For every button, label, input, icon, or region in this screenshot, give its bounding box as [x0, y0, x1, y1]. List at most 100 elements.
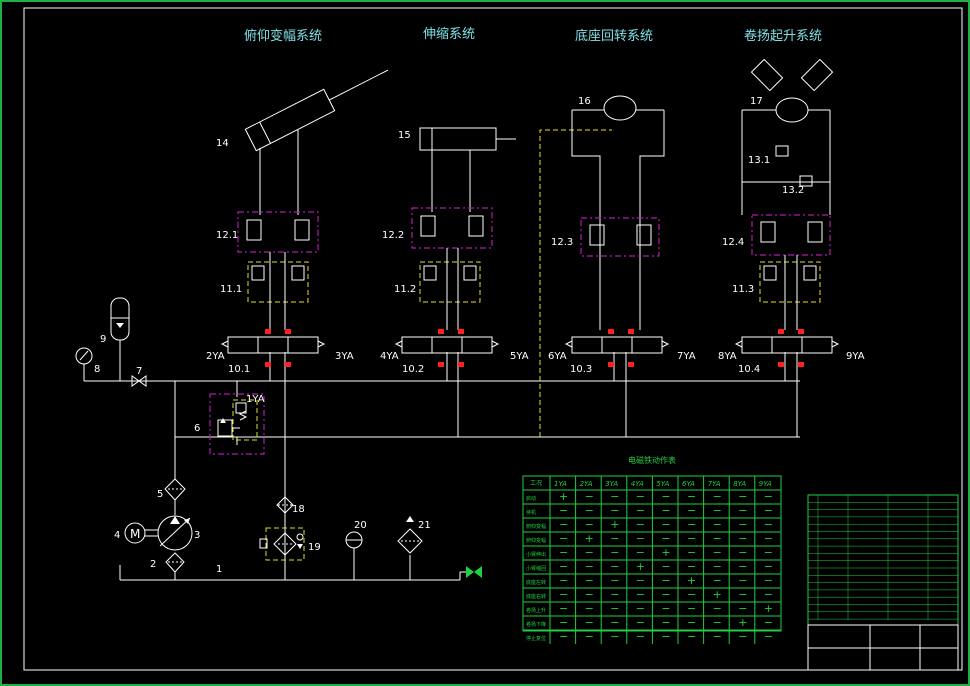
table-cell: −	[713, 602, 722, 615]
table-cell: −	[559, 630, 568, 643]
label-21: 21	[418, 520, 431, 531]
table-cell: −	[738, 602, 747, 615]
table-row-label: 待机	[526, 509, 536, 516]
table-cell: −	[738, 518, 747, 531]
label-10-4: 10.4	[738, 364, 760, 375]
table-cell: −	[636, 630, 645, 643]
table-cell: −	[738, 560, 747, 573]
table-row-label: 小臂伸出	[526, 551, 546, 558]
table-cell: −	[764, 532, 773, 545]
table-cell: −	[559, 532, 568, 545]
table-column-header: 8YA	[733, 480, 746, 488]
table-cell: −	[585, 602, 594, 615]
table-cell: −	[610, 602, 619, 615]
table-cell: −	[661, 616, 670, 629]
return-filter-group	[259, 496, 305, 561]
label-20: 20	[354, 520, 367, 531]
label-13-1: 13.1	[748, 155, 770, 166]
table-cell: −	[713, 574, 722, 587]
table-cell: −	[738, 546, 747, 559]
table-cell: −	[585, 546, 594, 559]
label-10-2: 10.2	[402, 364, 424, 375]
table-cell: −	[687, 546, 696, 559]
title-luffing-system: 俯仰变幅系统	[244, 28, 322, 44]
label-8: 8	[94, 364, 100, 375]
table-cell: −	[636, 602, 645, 615]
table-row-label: 卷扬上升	[526, 607, 546, 614]
telescopic-circuit	[394, 127, 516, 367]
label-2: 2	[150, 559, 156, 570]
table-cell: −	[636, 546, 645, 559]
table-cell: −	[713, 490, 722, 503]
label-6ya: 6YA	[548, 351, 567, 362]
label-4ya: 4YA	[380, 351, 399, 362]
table-cell: −	[559, 616, 568, 629]
table-row-label: 卷扬下降	[526, 621, 546, 628]
table-cell: −	[661, 602, 670, 615]
table-cell: −	[610, 630, 619, 643]
table-cell: −	[610, 490, 619, 503]
label-1ya: 1YA	[246, 394, 265, 405]
label-10-3: 10.3	[570, 364, 592, 375]
table-column-header: 2YA	[580, 480, 593, 488]
motor-symbol-letter: M	[130, 527, 140, 541]
label-11-3: 11.3	[732, 284, 754, 295]
table-cell: −	[661, 532, 670, 545]
label-3ya: 3YA	[335, 351, 354, 362]
table-cell: −	[585, 574, 594, 587]
table-cell: −	[713, 630, 722, 643]
label-7: 7	[136, 366, 142, 377]
table-cell: −	[610, 560, 619, 573]
table-cell: −	[713, 560, 722, 573]
shutoff-valve	[131, 375, 147, 387]
table-cell: −	[661, 574, 670, 587]
table-cell: −	[661, 560, 670, 573]
table-cell: −	[764, 560, 773, 573]
table-cell: −	[738, 504, 747, 517]
table-cell: −	[636, 616, 645, 629]
table-cell: −	[585, 630, 594, 643]
label-12-4: 12.4	[722, 237, 744, 248]
table-cell: +	[738, 616, 747, 629]
table-cell: −	[585, 490, 594, 503]
table-cell: −	[610, 616, 619, 629]
table-cell: −	[636, 504, 645, 517]
table-row-label: 启动	[526, 495, 536, 502]
table-cell: −	[585, 560, 594, 573]
table-cell: −	[713, 546, 722, 559]
label-9ya: 9YA	[846, 351, 865, 362]
inner-frame	[23, 7, 963, 671]
table-column-header: 7YA	[708, 480, 721, 488]
label-13-2: 13.2	[782, 185, 804, 196]
table-cell: −	[610, 588, 619, 601]
table-cell: −	[687, 560, 696, 573]
table-cell: −	[661, 490, 670, 503]
luffing-circuit	[220, 69, 389, 367]
table-cell: −	[610, 532, 619, 545]
title-slewing-system: 底座回转系统	[575, 28, 653, 44]
table-cell: +	[559, 490, 568, 503]
label-18: 18	[292, 504, 305, 515]
table-cell: −	[661, 630, 670, 643]
table-column-header: 6YA	[682, 480, 695, 488]
table-row-label: 底座左转	[526, 579, 546, 586]
label-8ya: 8YA	[718, 351, 737, 362]
table-row-label: 停止复位	[526, 635, 546, 642]
table-cell: −	[559, 546, 568, 559]
table-cell: −	[610, 546, 619, 559]
table-cell: −	[764, 616, 773, 629]
title-block-rows	[808, 495, 958, 620]
table-cell: +	[636, 560, 645, 573]
title-telescopic-system: 伸缩系统	[423, 26, 475, 42]
label-2ya: 2YA	[206, 351, 225, 362]
table-cell: −	[661, 518, 670, 531]
table-cell: −	[764, 546, 773, 559]
table-cell: −	[559, 560, 568, 573]
title-block	[807, 494, 959, 671]
table-cell: −	[687, 630, 696, 643]
